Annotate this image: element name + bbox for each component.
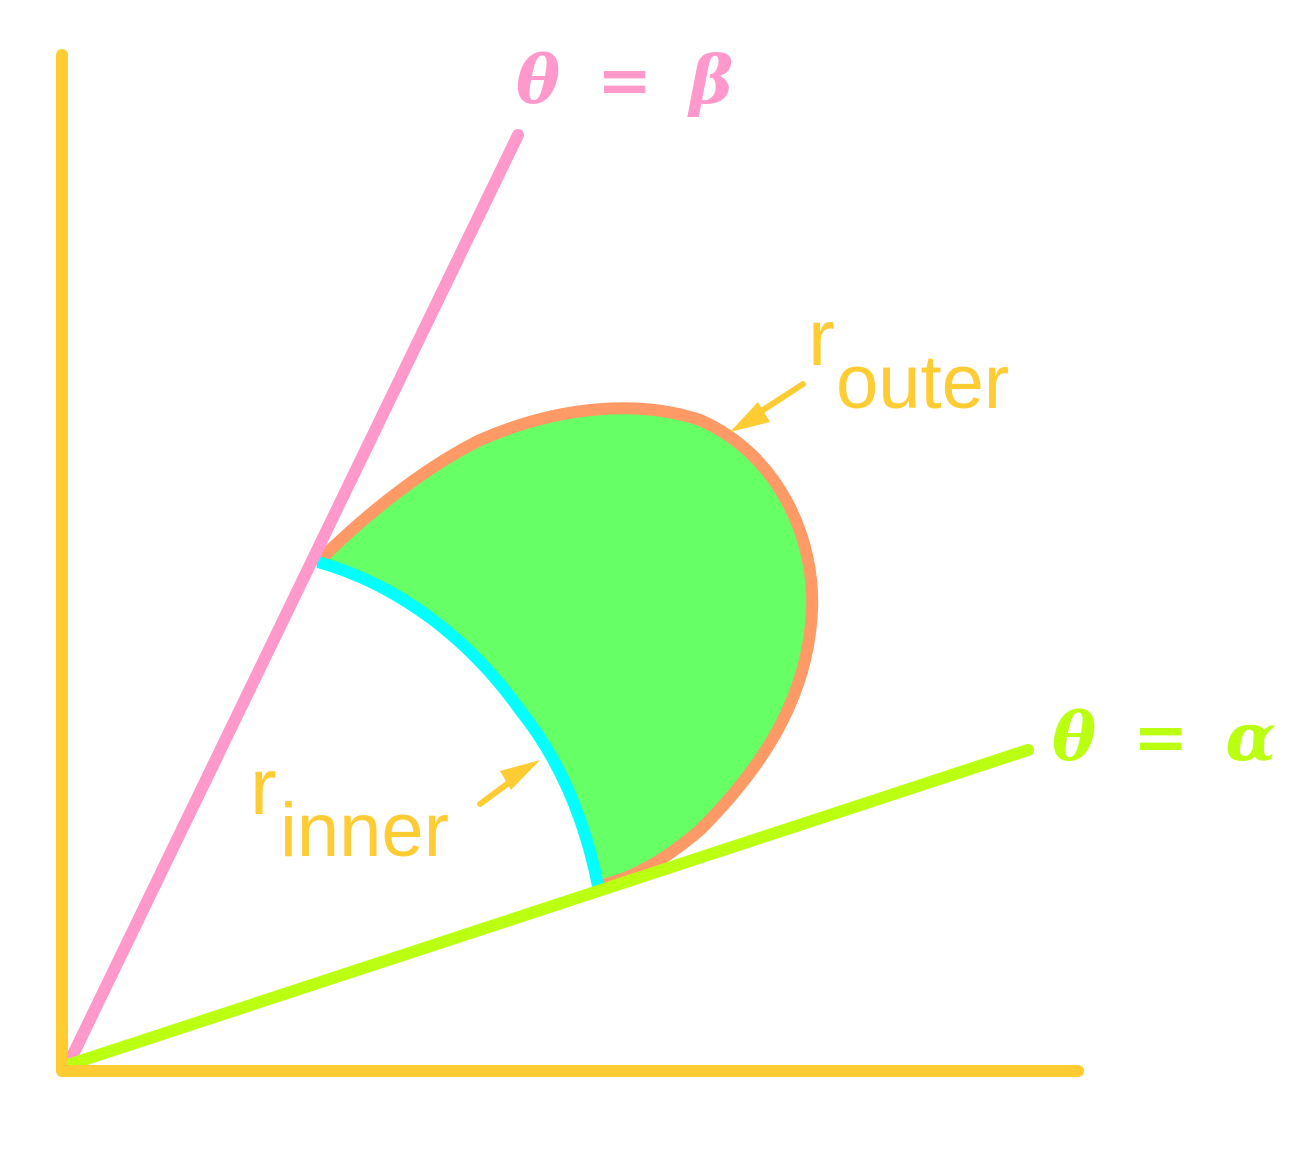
label-theta-alpha: θ = α <box>1052 698 1276 776</box>
label-r-outer-base: r <box>808 293 835 382</box>
label-r-outer-sub: outer <box>836 340 1009 425</box>
label-theta-alpha-symbol: α <box>1225 698 1276 776</box>
outer-boundary-curve <box>314 402 819 891</box>
label-r-inner-sub: inner <box>280 788 449 873</box>
shaded-region <box>320 408 813 885</box>
arrow-outer-head <box>730 402 770 432</box>
arrow-outer-shaft <box>754 381 806 417</box>
label-theta-beta-symbol: β <box>686 41 733 119</box>
label-theta-beta-theta: θ <box>516 41 560 119</box>
label-r-inner-base: r <box>250 742 277 831</box>
inner-boundary-curve <box>316 556 604 888</box>
label-theta-beta: θ = β <box>516 41 733 119</box>
arrow-inner-head <box>500 760 540 790</box>
ray-theta-beta <box>62 129 524 1071</box>
label-theta-beta-eq: = <box>597 41 652 119</box>
ray-theta-alpha <box>62 744 1034 1071</box>
label-theta-alpha-theta: θ <box>1052 698 1096 776</box>
label-theta-alpha-eq: = <box>1133 698 1188 776</box>
